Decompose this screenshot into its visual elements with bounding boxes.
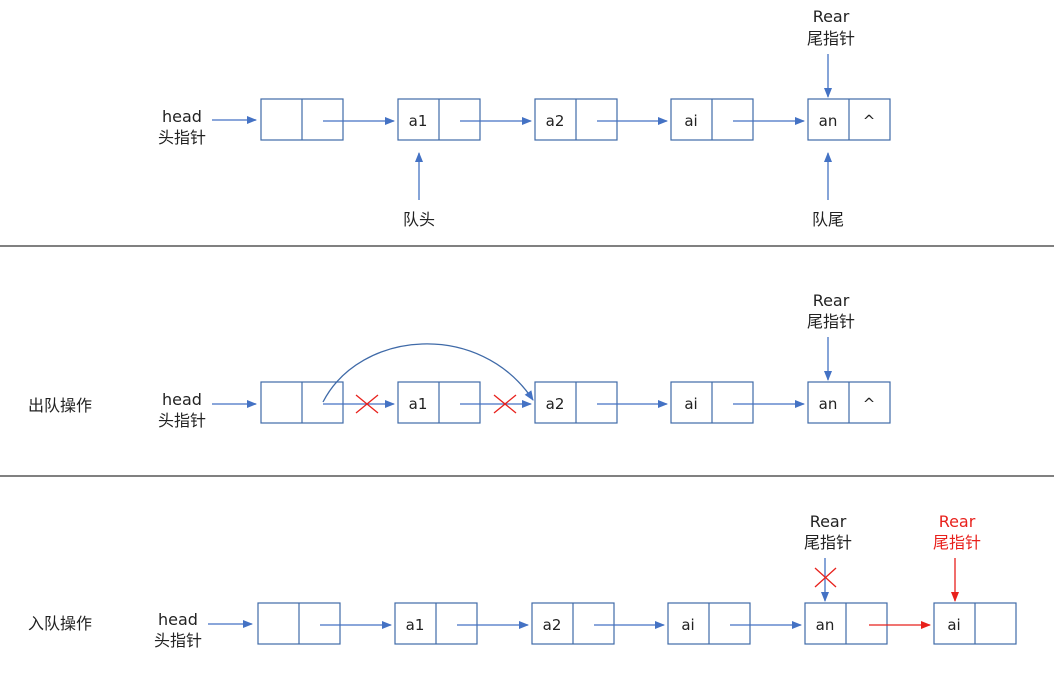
node-value: an xyxy=(816,616,835,634)
node-value: a1 xyxy=(409,395,428,413)
null-symbol: ^ xyxy=(863,112,876,130)
cross-mark xyxy=(355,394,379,414)
old-rear-label-line2: 尾指针 xyxy=(804,533,852,552)
node-a2: a2 xyxy=(534,381,618,424)
node-value: ai xyxy=(681,616,694,634)
new-rear-label-line1: Rear xyxy=(939,512,976,531)
node-value: ai xyxy=(684,112,697,130)
node-value: a2 xyxy=(546,112,565,130)
head-label-line1: head xyxy=(162,390,202,409)
front-label: 队头 xyxy=(403,210,435,229)
old-rear-label-line1: Rear xyxy=(810,512,847,531)
rear-label-line1: Rear xyxy=(813,7,850,26)
bypass-pointer-arc xyxy=(322,343,534,403)
node-a1: a1 xyxy=(397,381,481,424)
node-ai: ai xyxy=(667,602,751,645)
node-value: a2 xyxy=(543,616,562,634)
head-label-line1: head xyxy=(158,610,198,629)
rear-label-line1: Rear xyxy=(813,291,850,310)
panel-dequeue: 出队操作 head 头指针 a1 a2 xyxy=(28,291,891,430)
operation-label: 入队操作 xyxy=(28,614,92,633)
node-a1: a1 xyxy=(394,602,478,645)
node-value: an xyxy=(819,395,838,413)
null-symbol: ^ xyxy=(863,395,876,413)
head-label-line2: 头指针 xyxy=(158,128,206,147)
node-value: ai xyxy=(684,395,697,413)
node-value: a1 xyxy=(409,112,428,130)
node-ai: ai xyxy=(670,381,754,424)
head-label-line2: 头指针 xyxy=(154,631,202,650)
head-label-line2: 头指针 xyxy=(158,411,206,430)
node-an: an ^ xyxy=(807,381,891,424)
operation-label: 出队操作 xyxy=(28,396,92,415)
node-head xyxy=(257,602,341,645)
node-value: ai xyxy=(947,616,960,634)
rear-label-line2: 尾指针 xyxy=(807,29,855,48)
node-an: an xyxy=(804,602,888,645)
node-ai: ai xyxy=(670,98,754,141)
node-value: a2 xyxy=(546,395,565,413)
tail-label: 队尾 xyxy=(812,210,844,229)
node-value: an xyxy=(819,112,838,130)
node-head xyxy=(260,381,344,424)
head-label-line1: head xyxy=(162,107,202,126)
new-rear-label-line2: 尾指针 xyxy=(933,533,981,552)
rear-label-line2: 尾指针 xyxy=(807,312,855,331)
node-value: a1 xyxy=(406,616,425,634)
node-new-ai: ai xyxy=(933,602,1017,645)
node-a2: a2 xyxy=(531,602,615,645)
panel-enqueue: 入队操作 head 头指针 a1 a2 ai xyxy=(28,512,1017,650)
cross-mark xyxy=(493,394,517,414)
node-head xyxy=(260,98,344,141)
cross-mark xyxy=(814,567,837,588)
panel-structure: head 头指针 a1 a2 ai an xyxy=(158,7,891,229)
node-a1: a1 xyxy=(397,98,481,141)
node-a2: a2 xyxy=(534,98,618,141)
node-an: an ^ xyxy=(807,98,891,141)
